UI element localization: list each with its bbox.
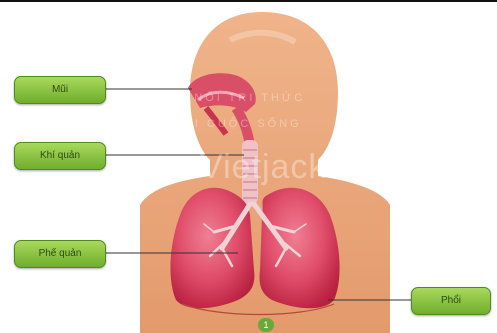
page-number-badge: 1 [258,318,274,332]
label-lungs: Phổi [411,287,491,315]
label-nose: Mũi [14,76,106,104]
watermark-line1: KẾT NỐI TRI THỨC [158,92,305,104]
watermark-brand: Vietjack [200,148,326,187]
label-bronchi: Phế quản [14,240,106,268]
watermark-line2: VỚI CUỘC SỐNG [172,118,302,130]
label-trachea: Khí quản [14,142,106,170]
